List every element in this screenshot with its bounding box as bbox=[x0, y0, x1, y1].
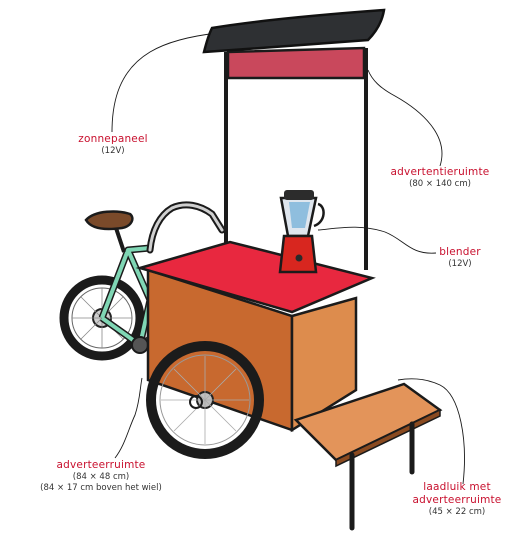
label-ad-space-box-sub1: (84 × 48 cm) bbox=[72, 472, 130, 483]
canopy-poles bbox=[224, 48, 368, 270]
label-ad-space-box-sub2: (84 × 17 cm boven het wiel) bbox=[40, 482, 162, 493]
label-hatch: laadluik met adverteerruimte (45 × 22 cm… bbox=[402, 481, 512, 518]
leader-line-solar-panel bbox=[111, 32, 219, 133]
label-hatch-sub: (45 × 22 cm) bbox=[428, 507, 486, 518]
label-solar-panel-title: zonnepaneel bbox=[78, 133, 148, 145]
leader-line-blender bbox=[317, 226, 437, 254]
label-hatch-title1: laadluik met bbox=[423, 481, 491, 493]
leader-line-ad-space-box bbox=[114, 377, 143, 459]
chain-ring bbox=[189, 395, 203, 409]
label-ad-space-top-sub: (80 × 140 cm) bbox=[409, 179, 471, 190]
label-solar-panel-sub: (12V) bbox=[101, 146, 125, 157]
label-ad-space-box-title: adverteerruimte bbox=[56, 459, 146, 471]
cargo-box-top bbox=[135, 240, 376, 314]
label-blender-title: blender bbox=[439, 246, 481, 258]
ad-banner-top bbox=[226, 46, 366, 80]
label-hatch-title2: adverteerruimte bbox=[412, 494, 502, 507]
hatch-legs bbox=[349, 421, 415, 531]
leader-line-hatch bbox=[397, 378, 465, 485]
label-solar-panel: zonnepaneel (12V) bbox=[68, 133, 158, 157]
front-wheel bbox=[146, 341, 264, 459]
leader-line-ad-space-top bbox=[367, 69, 443, 167]
cargo-box-front bbox=[290, 296, 358, 433]
label-ad-space-top-title: advertentieruimte bbox=[390, 166, 490, 178]
saddle bbox=[84, 210, 134, 231]
label-blender: blender (12V) bbox=[422, 246, 498, 270]
label-ad-space-box: adverteerruimte (84 × 48 cm) (84 × 17 cm… bbox=[16, 459, 186, 493]
label-blender-sub: (12V) bbox=[448, 259, 472, 270]
seat-post bbox=[114, 227, 126, 253]
label-ad-space-top: advertentieruimte (80 × 140 cm) bbox=[380, 166, 500, 190]
solar-panel-icon bbox=[202, 8, 386, 54]
blender-icon bbox=[278, 190, 325, 274]
